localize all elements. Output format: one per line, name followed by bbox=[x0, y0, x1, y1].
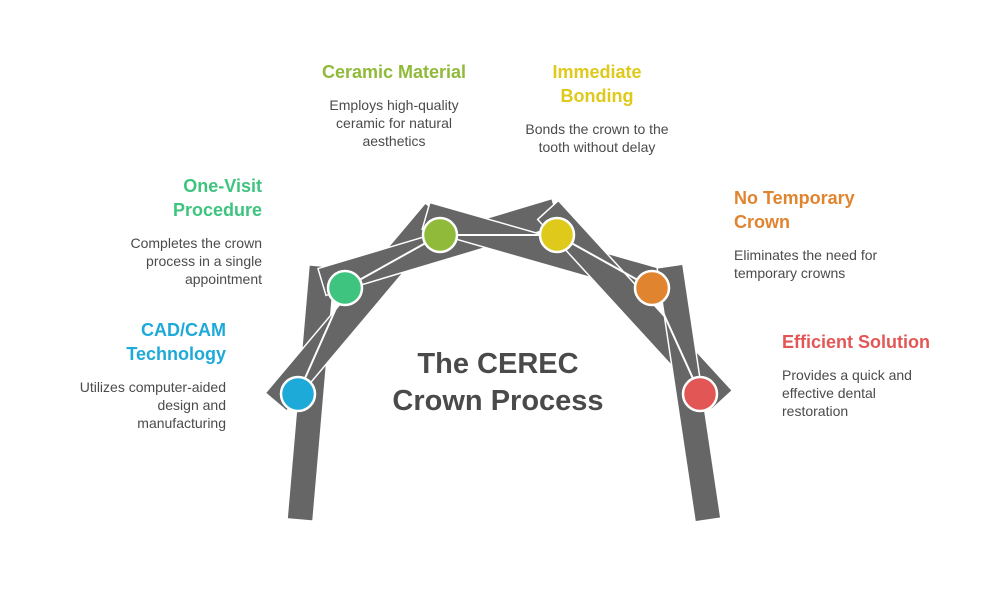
desc-line: design and bbox=[157, 397, 226, 413]
desc-line: Bonds the crown to the bbox=[525, 121, 669, 137]
step-description: Eliminates the need for temporary crowns bbox=[734, 246, 934, 282]
desc-line: manufacturing bbox=[137, 415, 226, 431]
title-line: No Temporary bbox=[734, 188, 855, 208]
step-node-ceramic bbox=[421, 216, 459, 254]
title-line: Bonding bbox=[560, 86, 634, 106]
desc-line: tooth without delay bbox=[538, 139, 656, 155]
title-line: One-Visit bbox=[183, 176, 262, 196]
title-line: CAD/CAM bbox=[141, 320, 226, 340]
desc-line: Utilizes computer-aided bbox=[79, 379, 226, 395]
step-node-bonding bbox=[538, 216, 576, 254]
step-node-cadcam bbox=[279, 375, 317, 413]
step-bonding: Immediate Bonding Bonds the crown to the… bbox=[502, 60, 692, 156]
step-one-visit: One-Visit Procedure Completes the crown … bbox=[80, 174, 262, 288]
step-efficient: Efficient Solution Provides a quick and … bbox=[782, 330, 982, 420]
step-title: Ceramic Material bbox=[300, 60, 488, 84]
step-description: Completes the crown process in a single … bbox=[80, 234, 262, 288]
step-nodes bbox=[279, 216, 719, 413]
step-title: No Temporary Crown bbox=[734, 186, 934, 234]
title-line: Procedure bbox=[172, 200, 262, 220]
center-title: The CEREC Crown Process bbox=[380, 346, 616, 420]
desc-line: Provides a quick and bbox=[782, 367, 912, 383]
step-node-no-temp bbox=[633, 269, 671, 307]
step-no-temp: No Temporary Crown Eliminates the need f… bbox=[734, 186, 934, 282]
connector-line bbox=[297, 287, 346, 395]
center-title-line: Crown Process bbox=[392, 385, 604, 417]
desc-line: Employs high-quality bbox=[329, 97, 459, 113]
step-title: Efficient Solution bbox=[782, 330, 982, 354]
step-ceramic: Ceramic Material Employs high-quality ce… bbox=[300, 60, 488, 150]
step-title: CAD/CAM Technology bbox=[40, 318, 226, 366]
desc-line: Completes the crown bbox=[130, 235, 262, 251]
center-title-line: The CEREC bbox=[417, 348, 579, 380]
step-title: Immediate Bonding bbox=[502, 60, 692, 108]
step-title: One-Visit Procedure bbox=[80, 174, 262, 222]
step-node-efficient bbox=[681, 375, 719, 413]
desc-line: restoration bbox=[782, 403, 849, 419]
title-line: Technology bbox=[126, 344, 226, 364]
step-description: Provides a quick and effective dental re… bbox=[782, 366, 982, 420]
desc-line: Eliminates the need for bbox=[734, 247, 878, 263]
step-description: Bonds the crown to the tooth without del… bbox=[502, 120, 692, 156]
title-line: Ceramic Material bbox=[321, 62, 467, 82]
desc-line: temporary crowns bbox=[734, 265, 846, 281]
desc-line: ceramic for natural bbox=[336, 115, 452, 131]
step-cadcam: CAD/CAM Technology Utilizes computer-aid… bbox=[40, 318, 226, 432]
step-description: Employs high-quality ceramic for natural… bbox=[300, 96, 488, 150]
desc-line: appointment bbox=[184, 271, 262, 287]
connector-line bbox=[651, 287, 701, 395]
title-line: Immediate bbox=[552, 62, 642, 82]
desc-line: process in a single bbox=[146, 253, 262, 269]
desc-line: aesthetics bbox=[362, 133, 426, 149]
step-node-one-visit bbox=[326, 269, 364, 307]
step-description: Utilizes computer-aided design and manuf… bbox=[40, 378, 226, 432]
title-line: Efficient Solution bbox=[782, 332, 930, 352]
desc-line: effective dental bbox=[782, 385, 876, 401]
title-line: Crown bbox=[734, 212, 790, 232]
